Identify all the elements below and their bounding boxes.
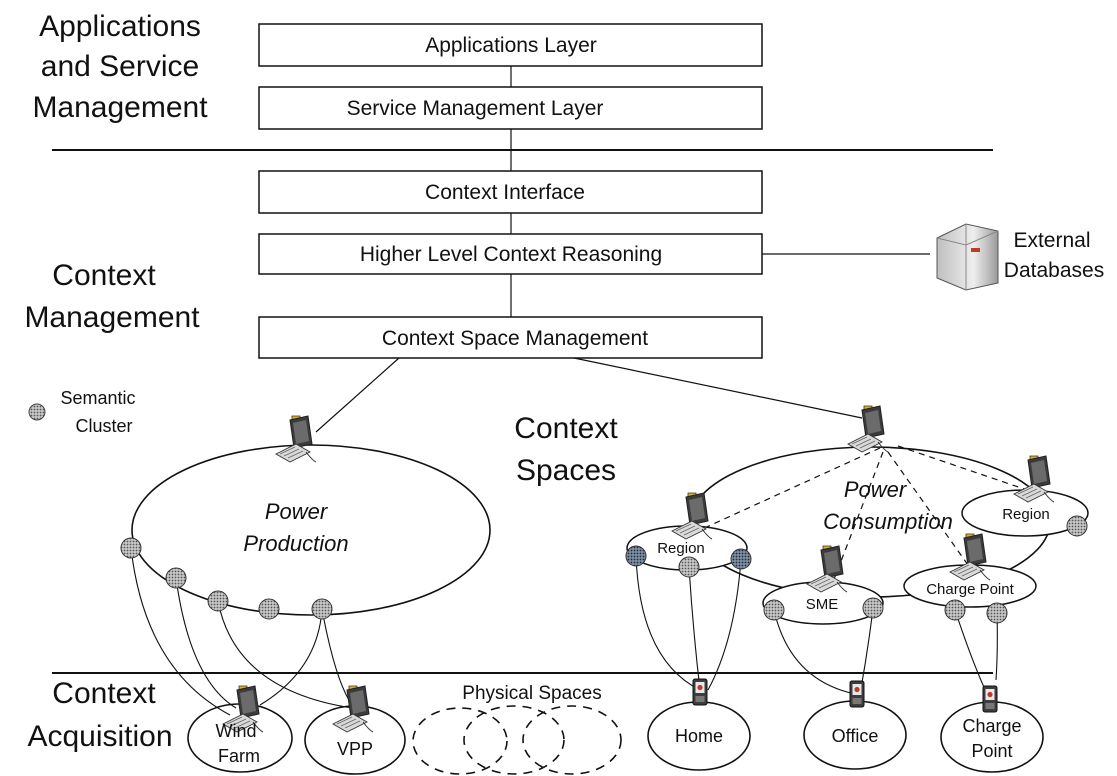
section-app-service-line3: Management bbox=[32, 91, 208, 124]
semantic-cluster-node bbox=[120, 537, 142, 559]
computer-icon bbox=[332, 685, 374, 733]
semantic-cluster-node bbox=[944, 599, 966, 621]
wind-farm-line1: Wind bbox=[215, 721, 256, 741]
charge-point-line1: Charge bbox=[962, 716, 1021, 736]
context-interface-box: Context Interface bbox=[258, 170, 763, 214]
power-production-space bbox=[131, 444, 491, 616]
semantic-cluster-legend-icon bbox=[28, 403, 46, 421]
semantic-cluster-label-line2: Cluster bbox=[75, 416, 132, 436]
context-interface-label: Context Interface bbox=[425, 181, 585, 204]
power-production-line1: Power bbox=[265, 499, 329, 524]
unassigned-physical-spaces bbox=[412, 705, 622, 775]
handheld-device-icon bbox=[692, 678, 708, 706]
physical-spaces-label: Physical Spaces bbox=[462, 683, 601, 704]
semantic-cluster-node bbox=[258, 598, 280, 620]
higher-level-reasoning-box: Higher Level Context Reasoning bbox=[258, 233, 763, 275]
semantic-cluster-node bbox=[678, 556, 700, 578]
semantic-cluster-node bbox=[986, 602, 1008, 624]
semantic-cluster-node bbox=[311, 598, 333, 620]
applications-layer-label: Applications Layer bbox=[425, 34, 597, 57]
applications-layer-box: Applications Layer bbox=[258, 23, 763, 67]
region-right-label: Region bbox=[1002, 506, 1050, 523]
home-label: Home bbox=[675, 726, 723, 746]
semantic-cluster-node bbox=[165, 567, 187, 589]
power-consumption-line1: Power bbox=[844, 477, 908, 502]
power-consumption-line2: Consumption bbox=[823, 509, 953, 534]
handheld-device-icon bbox=[982, 685, 998, 713]
context-spaces-line1: Context bbox=[514, 412, 618, 445]
database-server-icon bbox=[936, 223, 999, 291]
context-space-management-label: Context Space Management bbox=[382, 327, 648, 350]
semantic-cluster-node bbox=[207, 590, 229, 612]
section-context-acq-line2: Acquisition bbox=[27, 720, 172, 753]
semantic-cluster-node bbox=[625, 545, 647, 567]
office-label: Office bbox=[832, 726, 879, 746]
section-app-service-line2: and Service bbox=[41, 50, 199, 83]
external-databases-line1: External bbox=[1013, 229, 1090, 252]
region-left-label: Region bbox=[657, 540, 705, 557]
higher-level-reasoning-label: Higher Level Context Reasoning bbox=[360, 243, 662, 266]
context-space-management-box: Context Space Management bbox=[258, 316, 763, 359]
service-management-layer-box: Service Management Layer bbox=[258, 86, 763, 130]
semantic-cluster-label-line1: Semantic bbox=[60, 388, 135, 408]
section-app-service-line1: Applications bbox=[39, 10, 201, 43]
semantic-cluster-node bbox=[1066, 515, 1088, 537]
external-databases-line2: Databases bbox=[1004, 259, 1104, 282]
semantic-cluster-node bbox=[730, 548, 752, 570]
charge-point-cluster-label: Charge Point bbox=[926, 581, 1014, 598]
power-production-line2: Production bbox=[243, 531, 348, 556]
section-context-mgmt-line2: Management bbox=[24, 301, 200, 334]
sme-label: SME bbox=[806, 596, 839, 613]
charge-point-line2: Point bbox=[971, 741, 1012, 761]
handheld-device-icon bbox=[849, 680, 865, 708]
semantic-cluster-node bbox=[862, 597, 884, 619]
section-context-acq-line1: Context bbox=[52, 677, 156, 710]
computer-icon bbox=[847, 405, 889, 453]
computer-icon bbox=[275, 415, 317, 463]
section-context-mgmt-line1: Context bbox=[52, 259, 156, 292]
semantic-cluster-node bbox=[763, 599, 785, 621]
wind-farm-line2: Farm bbox=[218, 746, 260, 766]
context-spaces-line2: Spaces bbox=[516, 454, 616, 487]
vpp-label: VPP bbox=[337, 739, 373, 759]
service-management-layer-label: Service Management Layer bbox=[347, 97, 604, 120]
